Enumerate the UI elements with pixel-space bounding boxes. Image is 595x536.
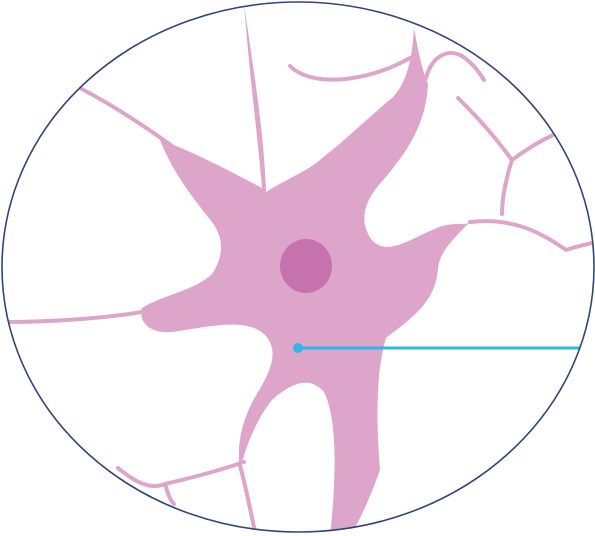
pointer-dot xyxy=(293,343,303,353)
dendrite-right-branch-c xyxy=(500,158,514,216)
dendrite-left xyxy=(2,310,144,324)
nucleus xyxy=(280,239,332,293)
dendrite-lower-center xyxy=(238,464,258,532)
dendrite-top-right-loop xyxy=(424,50,486,82)
pointer xyxy=(293,343,594,353)
dendrite-lower-left-b xyxy=(163,482,176,506)
dendrite-right-branch-a xyxy=(456,96,514,162)
neuron xyxy=(2,4,594,532)
dendrite-right-branch-b xyxy=(510,132,557,162)
dendrite-upper-left xyxy=(78,86,174,148)
dendrite-right-branch-d xyxy=(468,219,594,252)
dendrite-top-arc xyxy=(288,56,412,82)
dendrite-lower-left-a xyxy=(116,460,246,488)
dendrites xyxy=(2,50,594,532)
